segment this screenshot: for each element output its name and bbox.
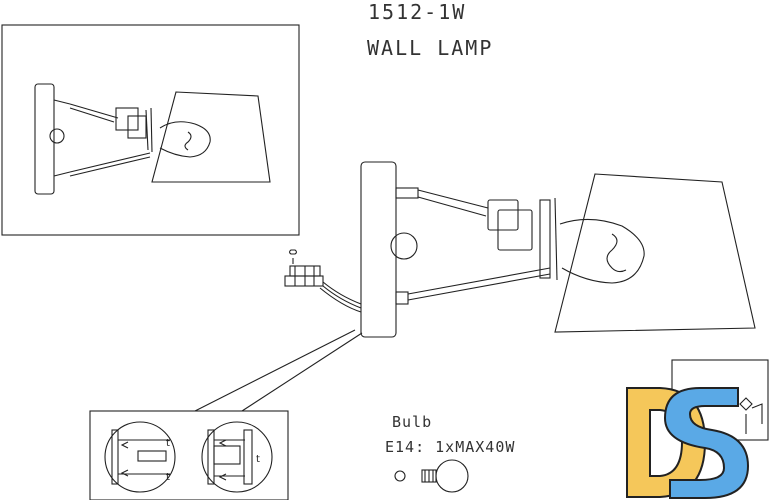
svg-text:t: t bbox=[256, 454, 260, 465]
callout-line-left bbox=[194, 329, 356, 412]
screw-icon bbox=[288, 249, 298, 255]
bulb-icon bbox=[394, 459, 469, 493]
bulb-spec: E14: 1xMAX40W bbox=[385, 438, 516, 456]
svg-text:t: t bbox=[166, 472, 170, 483]
inset-lamp bbox=[34, 83, 271, 195]
svg-text:t: t bbox=[166, 438, 170, 449]
main-lamp bbox=[360, 161, 756, 338]
brand-logo-icon bbox=[626, 387, 750, 499]
product-title: WALL LAMP bbox=[367, 36, 494, 60]
inset-frame bbox=[1, 24, 300, 236]
model-number: 1512-1W bbox=[368, 0, 467, 24]
mounting-detail: t t t bbox=[89, 410, 289, 500]
bulb-heading: Bulb bbox=[392, 413, 433, 431]
terminal-block bbox=[284, 249, 362, 313]
callout-line-right bbox=[241, 332, 363, 412]
